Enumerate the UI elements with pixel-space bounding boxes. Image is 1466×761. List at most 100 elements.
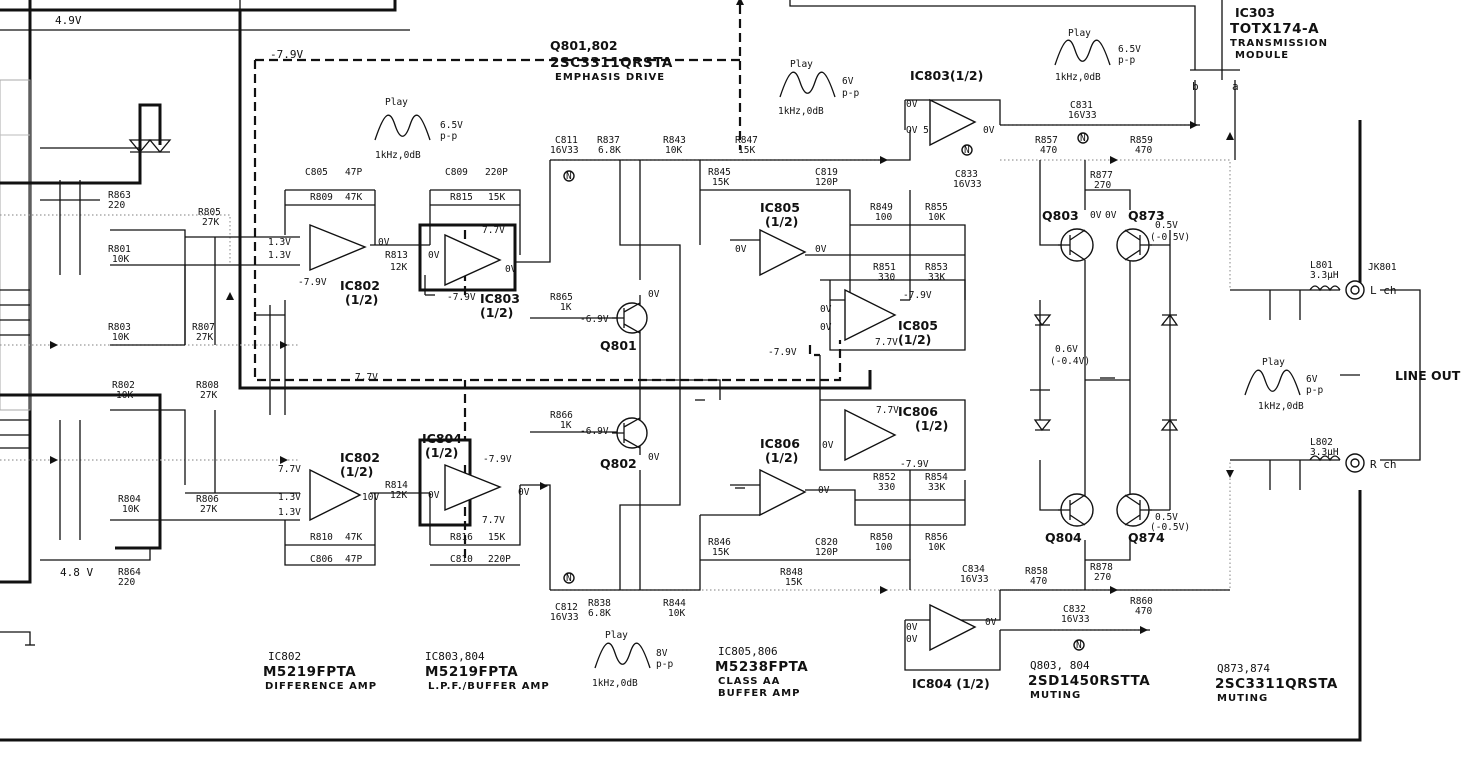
v-4.9: 4.9V bbox=[55, 14, 82, 27]
svg-text:C809: C809 bbox=[445, 167, 468, 178]
svg-text:47P: 47P bbox=[345, 167, 362, 178]
svg-text:0V: 0V bbox=[648, 452, 660, 463]
svg-text:R858: R858 bbox=[1025, 566, 1048, 577]
svg-text:R878: R878 bbox=[1090, 562, 1113, 573]
svg-text:0V: 0V bbox=[428, 490, 440, 501]
svg-text:470: 470 bbox=[1030, 576, 1047, 587]
ic805-b-label: IC805 bbox=[898, 318, 938, 333]
svg-text:b: b bbox=[1192, 80, 1199, 93]
svg-text:7.7V: 7.7V bbox=[482, 225, 505, 236]
svg-text:0V: 0V bbox=[906, 634, 918, 645]
ic806-a-label: IC806 bbox=[898, 404, 938, 419]
svg-text:R857: R857 bbox=[1035, 135, 1058, 146]
svg-text:1kHz,0dB: 1kHz,0dB bbox=[375, 150, 421, 161]
svg-text:R843: R843 bbox=[663, 135, 686, 146]
svg-text:R814: R814 bbox=[385, 480, 408, 491]
svg-text:15K: 15K bbox=[488, 192, 505, 203]
svg-text:p-p: p-p bbox=[1306, 385, 1323, 396]
svg-text:27K: 27K bbox=[202, 217, 219, 228]
svg-text:-7.9V: -7.9V bbox=[768, 347, 797, 358]
svg-text:R863: R863 bbox=[108, 190, 131, 201]
ic802-top-label: IC802 bbox=[340, 278, 380, 293]
svg-text:3.3μH: 3.3μH bbox=[1310, 447, 1339, 458]
signal-arrows bbox=[50, 0, 1234, 634]
svg-text:6.8K: 6.8K bbox=[598, 145, 621, 156]
svg-text:6V: 6V bbox=[842, 76, 854, 87]
svg-text:R803: R803 bbox=[108, 322, 131, 333]
opamp-ic806-b bbox=[759, 468, 807, 517]
svg-text:R809: R809 bbox=[310, 192, 333, 203]
svg-text:220P: 220P bbox=[485, 167, 508, 178]
svg-text:C820: C820 bbox=[815, 537, 838, 548]
svg-text:270: 270 bbox=[1094, 180, 1111, 191]
svg-text:47K: 47K bbox=[345, 532, 362, 543]
ic802-bot-label: IC802 bbox=[340, 450, 380, 465]
svg-text:R801: R801 bbox=[108, 244, 131, 255]
svg-text:(-0.5V): (-0.5V) bbox=[1150, 522, 1190, 533]
ic803-part: M5219FPTA bbox=[425, 664, 518, 680]
svg-text:0V: 0V bbox=[378, 237, 390, 248]
svg-text:10K: 10K bbox=[122, 504, 139, 515]
svg-text:15K: 15K bbox=[712, 177, 729, 188]
svg-text:7.7V: 7.7V bbox=[875, 337, 898, 348]
svg-text:0V: 0V bbox=[1090, 210, 1102, 221]
svg-text:(-0.4V): (-0.4V) bbox=[1050, 356, 1090, 367]
emphasis-part: 2SC3311QRSTA bbox=[550, 55, 673, 71]
svg-text:p-p: p-p bbox=[656, 659, 673, 670]
svg-text:0V: 0V bbox=[906, 99, 918, 110]
svg-text:0V: 0V bbox=[815, 244, 827, 255]
svg-text:100: 100 bbox=[875, 212, 892, 223]
svg-text:L802: L802 bbox=[1310, 437, 1333, 448]
q804-label: Q804 bbox=[1045, 530, 1082, 545]
svg-text:7.7V: 7.7V bbox=[355, 372, 378, 383]
svg-text:10K: 10K bbox=[112, 254, 129, 265]
line-out-label: LINE OUT bbox=[1395, 368, 1461, 383]
svg-text:C834: C834 bbox=[962, 564, 985, 575]
svg-text:15K: 15K bbox=[712, 547, 729, 558]
svg-text:-6.9V: -6.9V bbox=[580, 314, 609, 325]
ic805-a-label: IC805 bbox=[760, 200, 800, 215]
q873-label: Q873 bbox=[1128, 208, 1165, 223]
v-neg7.9-top: -7.9V bbox=[270, 48, 303, 61]
svg-text:(1/2): (1/2) bbox=[898, 332, 931, 347]
svg-text:1K: 1K bbox=[560, 420, 572, 431]
svg-text:Play: Play bbox=[790, 59, 813, 70]
opamps bbox=[309, 98, 977, 652]
svg-text:R807: R807 bbox=[192, 322, 215, 333]
svg-text:10K: 10K bbox=[668, 608, 685, 619]
q803-desc: MUTING bbox=[1030, 690, 1081, 701]
svg-text:330: 330 bbox=[878, 272, 895, 283]
svg-text:C812: C812 bbox=[555, 602, 578, 613]
svg-text:220: 220 bbox=[108, 200, 125, 211]
svg-text:10K: 10K bbox=[665, 145, 682, 156]
ic804-a-label: IC804 bbox=[422, 431, 462, 446]
q803-part: 2SD1450RSTTA bbox=[1028, 673, 1150, 689]
svg-text:3.3μH: 3.3μH bbox=[1310, 270, 1339, 281]
svg-text:(1/2): (1/2) bbox=[480, 305, 513, 320]
svg-text:R845: R845 bbox=[708, 167, 731, 178]
svg-text:10K: 10K bbox=[112, 332, 129, 343]
svg-text:-7.9V: -7.9V bbox=[900, 459, 929, 470]
svg-text:R855: R855 bbox=[925, 202, 948, 213]
svg-text:0V: 0V bbox=[518, 487, 530, 498]
svg-text:N: N bbox=[1080, 133, 1086, 144]
svg-text:12K: 12K bbox=[390, 490, 407, 501]
svg-text:R848: R848 bbox=[780, 567, 803, 578]
svg-text:10K: 10K bbox=[928, 212, 945, 223]
svg-text:6.5V: 6.5V bbox=[440, 120, 463, 131]
svg-text:100: 100 bbox=[875, 542, 892, 553]
svg-text:0V: 0V bbox=[906, 622, 918, 633]
svg-text:1kHz,0dB: 1kHz,0dB bbox=[592, 678, 638, 689]
svg-text:R816: R816 bbox=[450, 532, 473, 543]
svg-text:33K: 33K bbox=[928, 482, 945, 493]
svg-text:15K: 15K bbox=[488, 532, 505, 543]
svg-text:C831: C831 bbox=[1070, 100, 1093, 111]
svg-text:16V33: 16V33 bbox=[1068, 110, 1097, 121]
svg-text:0V: 0V bbox=[505, 264, 517, 275]
svg-text:R806: R806 bbox=[196, 494, 219, 505]
ic803-a-label: IC803 bbox=[480, 291, 520, 306]
svg-text:R815: R815 bbox=[450, 192, 473, 203]
svg-text:R808: R808 bbox=[196, 380, 219, 391]
svg-text:N: N bbox=[1076, 640, 1082, 651]
ic805-desc1: CLASS AA bbox=[718, 676, 780, 687]
